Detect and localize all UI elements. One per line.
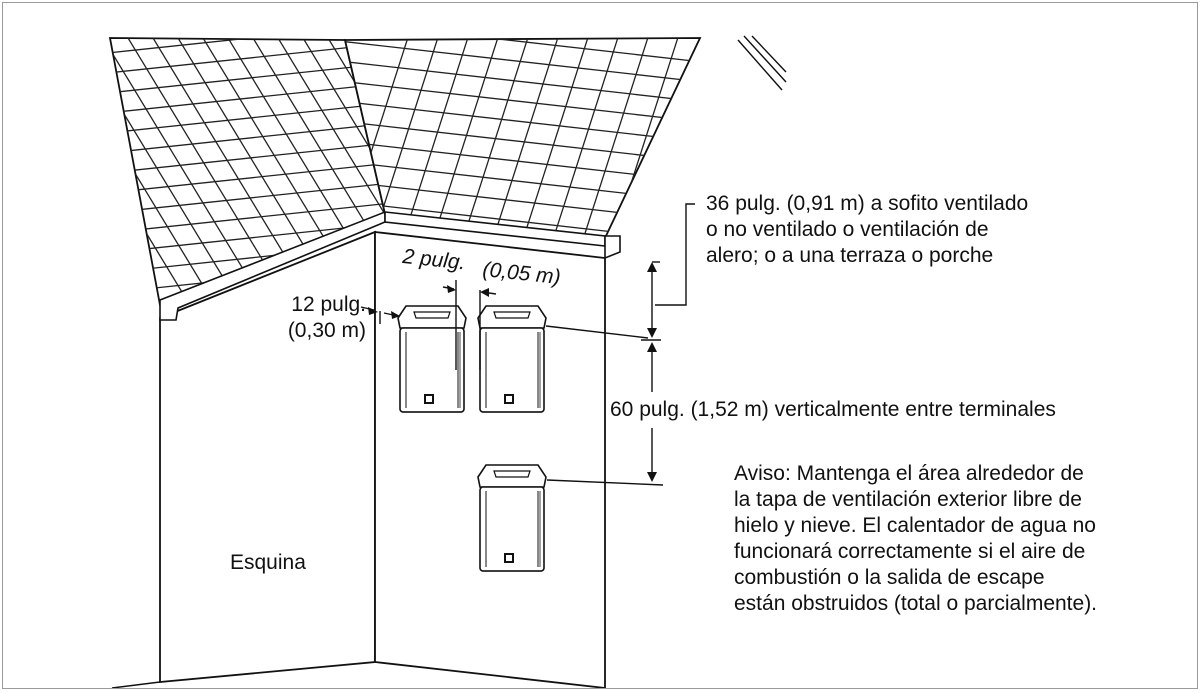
clearance-soffit-label: 36 pulg. (0,91 m) a sofito ventilado o n… xyxy=(706,191,1028,269)
clearance-soffit-line-1: 36 pulg. (0,91 m) a sofito ventilado xyxy=(706,192,1029,215)
corner-distance-label: 12 pulg. (0,30 m) xyxy=(256,292,366,344)
vertical-between-label: 60 pulg. (1,52 m) verticalmente entre te… xyxy=(610,398,1056,421)
corner-distance-line-1: 12 pulg. xyxy=(291,293,366,316)
dimension-lines xyxy=(360,203,695,486)
notice-line-1: Aviso: Mantenga el área alrededor de xyxy=(734,462,1084,485)
notice-line-5: combustión o la salida de escape xyxy=(734,566,1045,589)
clearance-soffit-line-3: alero; o a una terraza o porche xyxy=(706,244,994,267)
right-wall xyxy=(374,230,606,690)
notice-line-2: la tapa de ventilación exterior libre de xyxy=(734,488,1082,511)
vent-terminal-upper-right xyxy=(477,305,547,413)
corner-distance-line-2: (0,30 m) xyxy=(287,319,366,342)
clearance-soffit-line-2: o no ventilado o ventilación de xyxy=(706,218,989,241)
notice-line-6: están obstruidos (total o parcialmente). xyxy=(734,592,1098,615)
roof-right-plane xyxy=(343,37,702,260)
notice-line-3: hielo y nieve. El calentador de agua no xyxy=(734,514,1096,537)
vent-terminal-lower xyxy=(477,464,547,572)
corner-label: Esquina xyxy=(230,551,306,574)
dimension-arrows xyxy=(368,262,657,482)
notice-text: Aviso: Mantenga el área alrededor de la … xyxy=(734,461,1097,617)
notice-line-4: funcionará correctamente si el aire de xyxy=(734,540,1086,563)
roof-ridge-strokes xyxy=(737,35,787,91)
